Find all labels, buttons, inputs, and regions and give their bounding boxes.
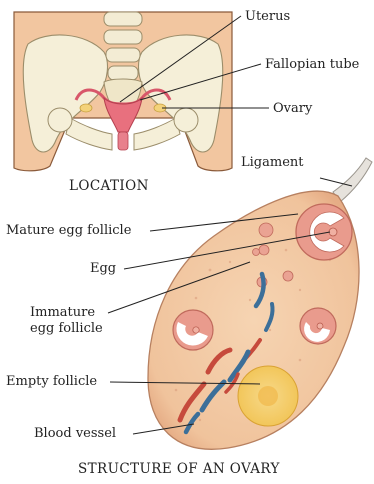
left-ovary [80, 104, 92, 112]
egg-label: Egg [90, 261, 116, 276]
left-femur-head [48, 108, 72, 132]
immature-egg-follicle-label-line1: Immature [30, 305, 95, 320]
ligament [333, 158, 372, 202]
ovary-label: Ovary [273, 101, 312, 116]
cervix [118, 132, 128, 150]
ovary-structure-illustration [148, 158, 372, 449]
immature-egg-follicle-label-line2: egg follicle [30, 321, 103, 336]
fallopian-tube-label: Fallopian tube [265, 57, 359, 72]
empty-follicle [238, 366, 298, 426]
uterus-label: Uterus [245, 9, 290, 24]
pelvis-location-illustration [14, 12, 232, 171]
mature-follicle [296, 204, 352, 260]
right-follicle [300, 308, 336, 344]
left-follicle [173, 310, 213, 350]
empty-follicle-label: Empty follicle [6, 374, 97, 389]
ligament-label: Ligament [241, 155, 303, 170]
mature-egg-follicle-label: Mature egg follicle [6, 223, 131, 238]
right-femur-head [174, 108, 198, 132]
blood-vessel-label: Blood vessel [34, 426, 116, 441]
egg-cell [329, 228, 337, 236]
ovary-structure-caption: STRUCTURE OF AN OVARY [78, 461, 280, 477]
location-caption: LOCATION [69, 178, 149, 194]
